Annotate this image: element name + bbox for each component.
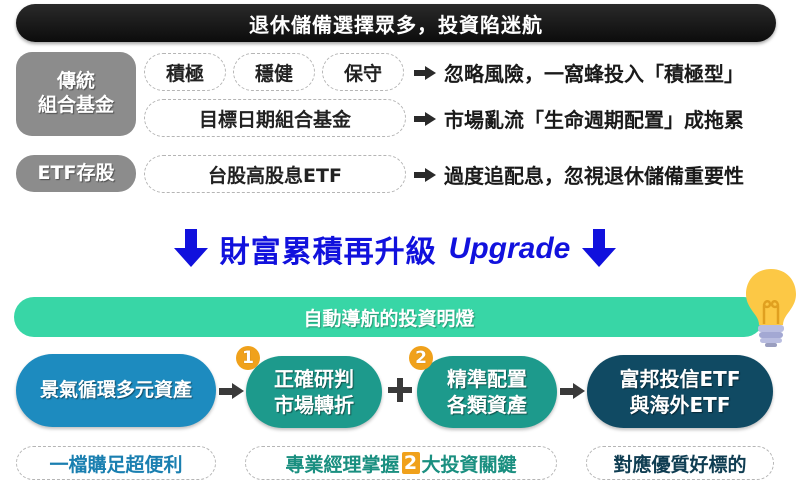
lightbulb-icon bbox=[746, 269, 796, 347]
arrow-right-icon bbox=[414, 65, 436, 80]
upgrade-text-en: Upgrade bbox=[448, 232, 571, 265]
flow-step-asset-allocation: 精準配置 各類資產 bbox=[417, 356, 557, 428]
flow-step-text: 景氣循環多元資產 bbox=[39, 379, 192, 402]
footer-label-text-after: 大投資關鍵 bbox=[421, 453, 517, 476]
step-number-badge: 1 bbox=[236, 346, 260, 370]
header-title-bar: 退休儲備選擇眾多，投資陷迷航 bbox=[16, 4, 776, 42]
description-text: 市場亂流「生命週期配置」成拖累 bbox=[444, 108, 744, 132]
category-etf-stock: ETF存股 bbox=[16, 155, 136, 192]
footer-label-number: 2 bbox=[401, 452, 420, 474]
flow-step-line2: 與海外ETF bbox=[629, 392, 731, 417]
solution-banner: 自動導航的投資明燈 bbox=[14, 297, 764, 337]
flow-step-line2: 市場轉折 bbox=[274, 393, 354, 417]
option-target-date-fund: 目標日期組合基金 bbox=[144, 99, 406, 137]
arrow-right-icon bbox=[414, 167, 436, 182]
arrow-down-icon bbox=[582, 229, 617, 269]
footer-label-text: 對應優質好標的 bbox=[613, 453, 747, 476]
option-conservative: 保守 bbox=[322, 53, 404, 91]
solution-banner-title: 自動導航的投資明燈 bbox=[303, 307, 475, 330]
description-text: 過度追配息，忽視退休儲備重要性 bbox=[444, 164, 744, 188]
flow-step-line1: 正確研判 bbox=[274, 367, 354, 391]
option-balanced: 穩健 bbox=[233, 53, 315, 91]
footer-label-convenience: 一檔購足超便利 bbox=[16, 446, 216, 480]
flow-step-market-turn: 正確研判 市場轉折 bbox=[246, 356, 382, 428]
flow-step-line1: 富邦投信ETF bbox=[619, 366, 741, 391]
description-row: 過度追配息，忽視退休儲備重要性 bbox=[414, 160, 744, 189]
header-title: 退休儲備選擇眾多，投資陷迷航 bbox=[249, 12, 543, 37]
description-text: 忽略風險，一窩蜂投入「積極型」 bbox=[444, 62, 744, 86]
option-aggressive: 積極 bbox=[144, 53, 226, 91]
description-row: 市場亂流「生命週期配置」成拖累 bbox=[414, 104, 744, 133]
footer-label-two-keys: 專業經理掌握 2 大投資關鍵 bbox=[245, 446, 557, 480]
flow-step-multi-asset: 景氣循環多元資產 bbox=[16, 354, 216, 427]
upgrade-text-cn: 財富累積再升級 bbox=[219, 235, 437, 270]
category-traditional-fof: 傳統 組合基金 bbox=[16, 52, 136, 136]
footer-label-quality-targets: 對應優質好標的 bbox=[586, 446, 774, 480]
arrow-right-icon bbox=[560, 383, 586, 399]
arrow-right-icon bbox=[414, 111, 436, 126]
plus-icon bbox=[388, 378, 412, 402]
description-row: 忽略風險，一窩蜂投入「積極型」 bbox=[414, 58, 744, 87]
arrow-down-icon bbox=[173, 229, 208, 269]
option-high-dividend-etf: 台股高股息ETF bbox=[144, 155, 406, 193]
footer-label-text: 一檔購足超便利 bbox=[49, 453, 183, 476]
category-label: ETF存股 bbox=[37, 161, 115, 184]
category-label-line1: 傳統 bbox=[56, 70, 95, 93]
upgrade-banner: 財富累積再升級 Upgrade bbox=[135, 225, 655, 273]
flow-step-fubon-etf: 富邦投信ETF 與海外ETF bbox=[587, 355, 773, 428]
flow-step-line1: 精準配置 bbox=[447, 367, 527, 391]
footer-label-text-before: 專業經理掌握 bbox=[285, 453, 400, 476]
step-number-badge: 2 bbox=[409, 346, 433, 370]
arrow-right-icon bbox=[219, 383, 245, 399]
flow-step-line2: 各類資產 bbox=[447, 393, 527, 417]
category-label-line2: 組合基金 bbox=[37, 94, 114, 116]
